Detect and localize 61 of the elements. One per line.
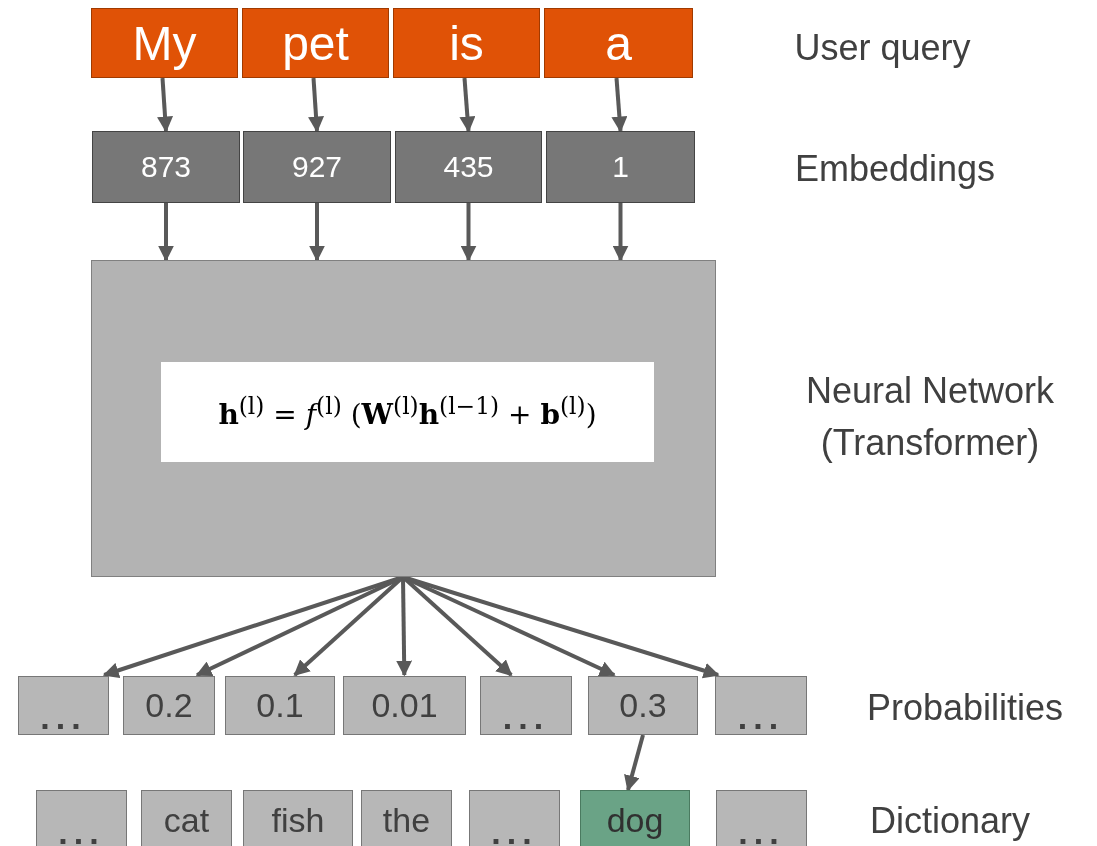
row-label: User query xyxy=(793,26,972,70)
probability-box xyxy=(480,676,572,735)
box-text: ... xyxy=(502,700,550,734)
arrow xyxy=(309,203,325,262)
box-text: ... xyxy=(738,815,785,846)
box-text: ... xyxy=(58,815,105,846)
box-text: dog xyxy=(606,800,664,840)
box-text: ... xyxy=(40,700,87,734)
box-text: 0.1 xyxy=(256,686,304,725)
arrow xyxy=(459,77,476,133)
probability-box xyxy=(225,676,335,735)
row-label: Neural Network (Transformer) xyxy=(804,369,1056,466)
box-text: is xyxy=(449,15,484,71)
word-box xyxy=(361,790,452,846)
embedding-box xyxy=(395,131,542,203)
word-box xyxy=(243,790,353,846)
embedding-box xyxy=(92,131,240,203)
selected-word-box xyxy=(580,790,690,846)
word-box xyxy=(469,790,560,846)
box-text: 0.2 xyxy=(145,686,193,725)
word-box xyxy=(141,790,232,846)
box-text: My xyxy=(132,15,197,71)
box-text: pet xyxy=(282,15,349,71)
arrow xyxy=(157,77,174,133)
formula-text: h$^{(l)}$ = f$^{(l)}$ (W$^{(l)}$h$^{(l−1)}$ + b$^{(l)}$) xyxy=(218,392,597,432)
token-box xyxy=(242,8,389,78)
box-text: 435 xyxy=(443,150,494,184)
arrow xyxy=(611,77,628,133)
arrow xyxy=(460,203,477,262)
token-box xyxy=(544,8,693,78)
formula-box xyxy=(161,362,654,462)
arrow xyxy=(158,203,174,262)
embedding-box xyxy=(546,131,695,203)
box-text: 0.3 xyxy=(619,686,667,725)
probability-box xyxy=(343,676,466,735)
arrow xyxy=(612,203,629,262)
box-text: 927 xyxy=(291,150,343,184)
token-box xyxy=(393,8,540,78)
embedding-box xyxy=(243,131,391,203)
box-text: ... xyxy=(737,700,785,734)
box-text: cat xyxy=(163,800,210,840)
box-text: 1 xyxy=(612,150,629,184)
row-label: Probabilities xyxy=(865,686,1065,730)
box-text: 873 xyxy=(140,150,192,184)
row-label: Embeddings xyxy=(793,147,997,191)
probability-box xyxy=(18,676,109,735)
word-box xyxy=(36,790,127,846)
probability-box xyxy=(588,676,698,735)
box-text: the xyxy=(382,800,431,840)
token-box xyxy=(91,8,238,78)
box-text: a xyxy=(605,15,632,71)
box-text: fish xyxy=(271,800,325,840)
box-text: 0.01 xyxy=(371,686,438,725)
row-label: Dictionary xyxy=(868,799,1032,843)
network-box xyxy=(91,260,716,577)
box-text: ... xyxy=(491,815,538,846)
probability-box xyxy=(715,676,807,735)
probability-box xyxy=(123,676,215,735)
word-box xyxy=(716,790,807,846)
arrow xyxy=(624,734,645,792)
arrow xyxy=(308,77,325,133)
